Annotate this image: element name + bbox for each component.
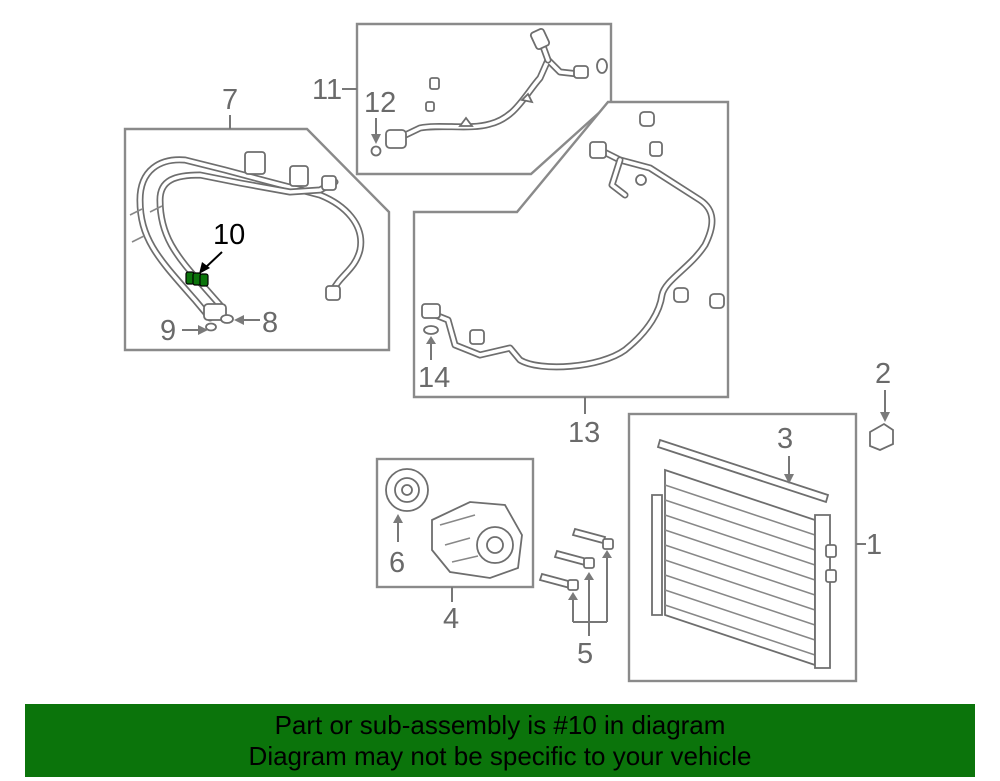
callout-11: 11 [312,74,342,106]
callout-5: 5 [577,638,593,670]
banner-line-1: Part or sub-assembly is #10 in diagram [274,709,726,740]
box-compressor [375,457,535,589]
banner-line-2: Diagram may not be specific to your vehi… [248,740,752,771]
callout-2: 2 [875,358,891,390]
callout-4: 4 [443,603,459,635]
bolts [538,527,614,591]
callout-1: 1 [866,529,882,561]
info-banner: Part or sub-assembly is #10 in diagram D… [25,704,975,777]
callout-3: 3 [777,423,793,455]
callout-9: 9 [160,315,176,347]
box-condenser [627,412,858,683]
callout-14: 14 [418,362,450,394]
callout-7: 7 [222,84,238,116]
bracket [869,422,894,451]
callout-6: 6 [389,547,405,579]
box-suction-hose [355,22,613,176]
box-liquid-line [123,127,391,352]
part-10-highlight[interactable] [185,271,209,287]
callout-8: 8 [262,307,278,339]
callout-13: 13 [568,417,600,449]
box-discharge-line [412,100,730,399]
callout-12: 12 [364,87,396,119]
callout-10[interactable]: 10 [213,219,245,251]
